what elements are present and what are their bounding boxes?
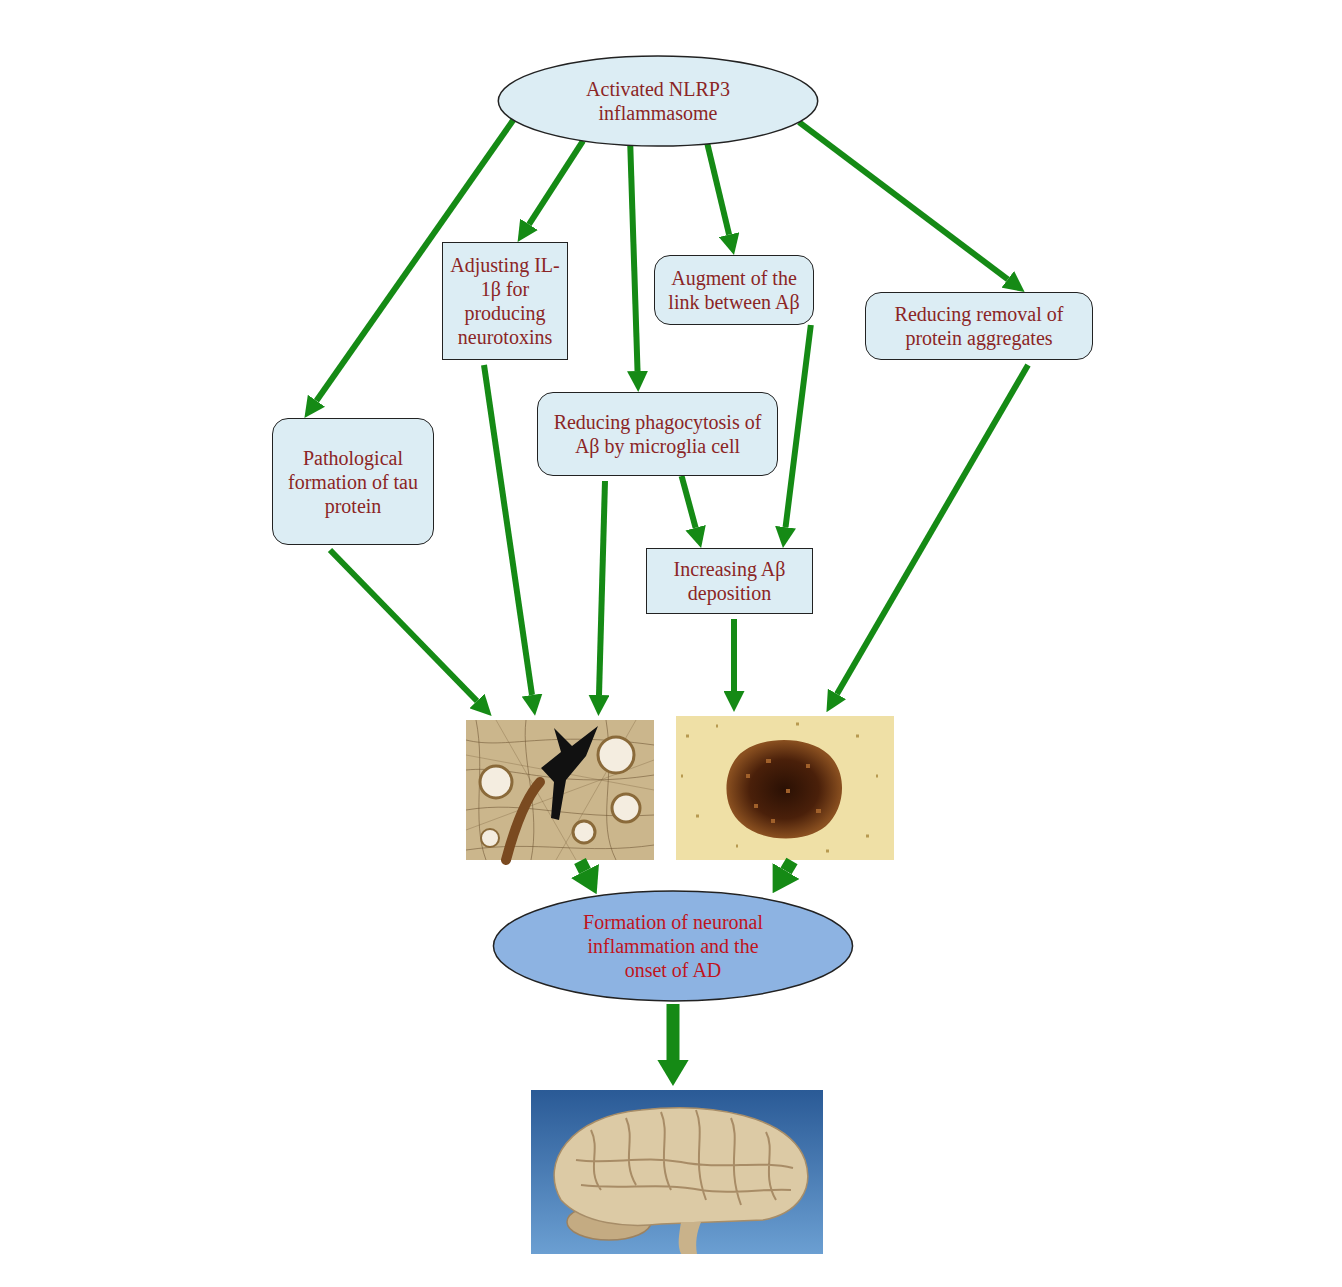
- brain-photo: [531, 1090, 823, 1254]
- outcome-ellipse: Formation of neuronal inflammation and t…: [492, 890, 854, 1002]
- node-text: Formation of neuronal inflammation and t…: [570, 910, 776, 982]
- ellipse-outline: [497, 55, 819, 147]
- arrow-connector: [682, 476, 696, 528]
- thick-arrow: [786, 861, 792, 871]
- arrow-connector: [707, 144, 729, 235]
- node-text: Reducing removal of protein aggregates: [874, 302, 1084, 350]
- node-text: Adjusting IL-1β for producing neurotoxin…: [449, 253, 561, 349]
- arrow: [837, 365, 1028, 694]
- arrow: [599, 481, 605, 695]
- node-text: Reducing phagocytosis of Aβ by microglia…: [546, 410, 769, 458]
- arrow: [330, 550, 477, 701]
- picture-arrows: [330, 365, 1028, 1060]
- arrow-connector: [630, 145, 637, 371]
- node-text: Pathological formation of tau protein: [281, 446, 425, 518]
- tangle-micrograph: [466, 720, 654, 860]
- arrow-connector: [799, 122, 1008, 279]
- plaque-micrograph: [676, 716, 894, 860]
- thick-arrow: [580, 861, 585, 871]
- process-box: Reducing removal of protein aggregates: [865, 292, 1093, 360]
- node-text: Activated NLRP3 inflammasome: [533, 77, 783, 125]
- arrow: [731, 619, 737, 691]
- process-box: Adjusting IL-1β for producing neurotoxin…: [442, 242, 568, 360]
- thick-arrow: [667, 1004, 680, 1060]
- ellipse-shape: [498, 56, 817, 146]
- arrow-connector: [786, 325, 811, 527]
- process-box: Increasing Aβ deposition: [646, 548, 813, 614]
- arrow-connector: [529, 141, 583, 225]
- node-text: Augment of the link between Aβ: [660, 266, 808, 314]
- process-box: Augment of the link between Aβ: [654, 255, 814, 325]
- start-ellipse: Activated NLRP3 inflammasome: [497, 55, 819, 147]
- process-box: Reducing phagocytosis of Aβ by microglia…: [537, 392, 778, 476]
- process-box: Pathological formation of tau protein: [272, 418, 434, 545]
- node-text: Increasing Aβ deposition: [655, 557, 804, 605]
- arrow: [484, 365, 532, 695]
- ellipse-shape: [493, 891, 852, 1001]
